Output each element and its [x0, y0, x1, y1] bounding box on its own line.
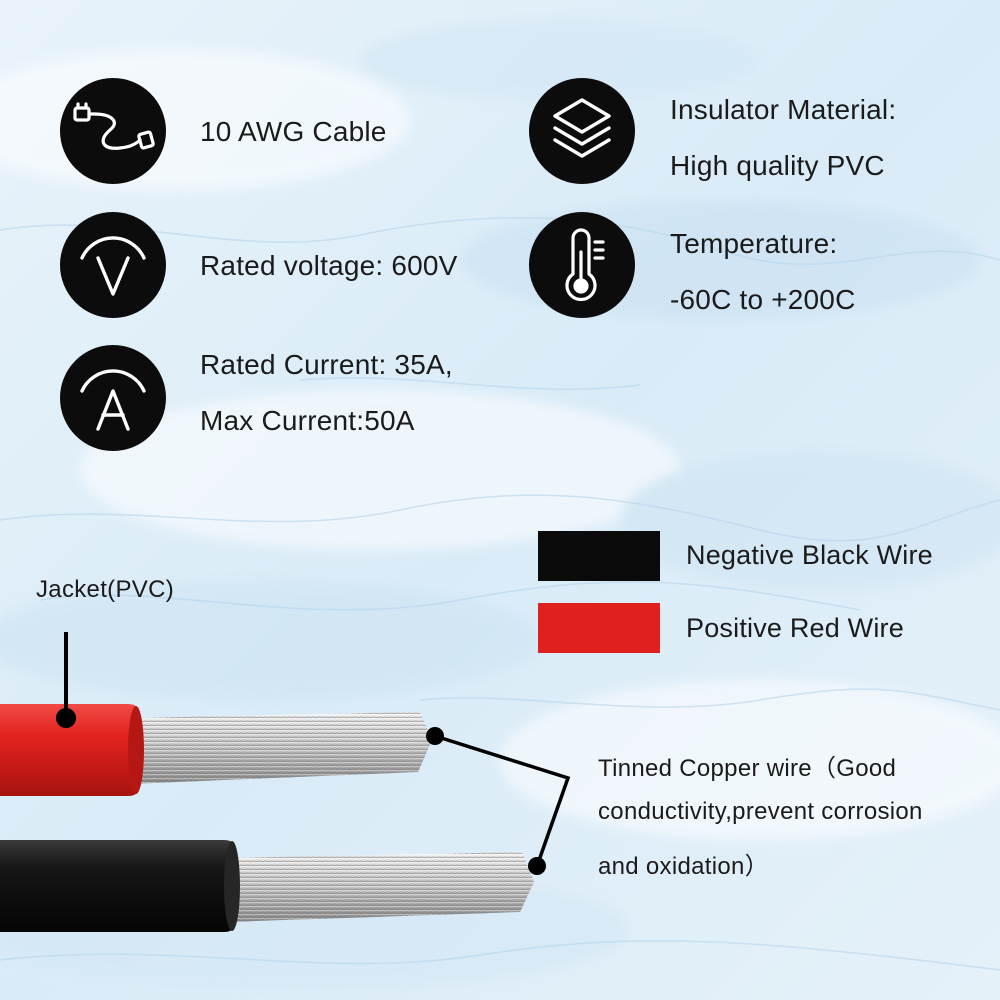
- spec-insulator-value: High quality PVC: [670, 150, 885, 181]
- black-wire-jacket: [0, 840, 240, 932]
- red-wire-strands: [128, 712, 432, 784]
- thermometer-icon: [529, 212, 635, 318]
- spec-max-current: Max Current:50A: [200, 405, 415, 436]
- copper-callout-line-3: and oxidation）: [598, 853, 769, 880]
- copper-callout-line-2: conductivity,prevent corrosion: [598, 798, 923, 825]
- copper-pointer: [426, 727, 571, 875]
- layers-icon: [529, 78, 635, 184]
- spec-rated-voltage: Rated voltage: 600V: [200, 250, 458, 281]
- black-wire-strands: [226, 852, 534, 922]
- jacket-pointer: [56, 632, 76, 728]
- jacket-callout-label: Jacket(PVC): [36, 576, 174, 603]
- spec-temperature-title: Temperature:: [670, 228, 838, 259]
- voltmeter-icon: [60, 212, 166, 318]
- legend-black-label: Negative Black Wire: [686, 540, 933, 570]
- ammeter-icon: [60, 345, 166, 451]
- spec-cable-gauge: 10 AWG Cable: [200, 116, 387, 147]
- spec-temperature-range: -60C to +200C: [670, 284, 856, 315]
- red-wire-jacket: [0, 704, 144, 796]
- spec-insulator-title: Insulator Material:: [670, 94, 897, 125]
- copper-callout-line-1: Tinned Copper wire（Good: [598, 755, 897, 782]
- spec-rated-current: Rated Current: 35A,: [200, 349, 453, 380]
- cable-plug-icon: [60, 78, 166, 184]
- legend-red-label: Positive Red Wire: [686, 613, 904, 643]
- legend-black-swatch: [538, 531, 660, 581]
- legend-red-swatch: [538, 603, 660, 653]
